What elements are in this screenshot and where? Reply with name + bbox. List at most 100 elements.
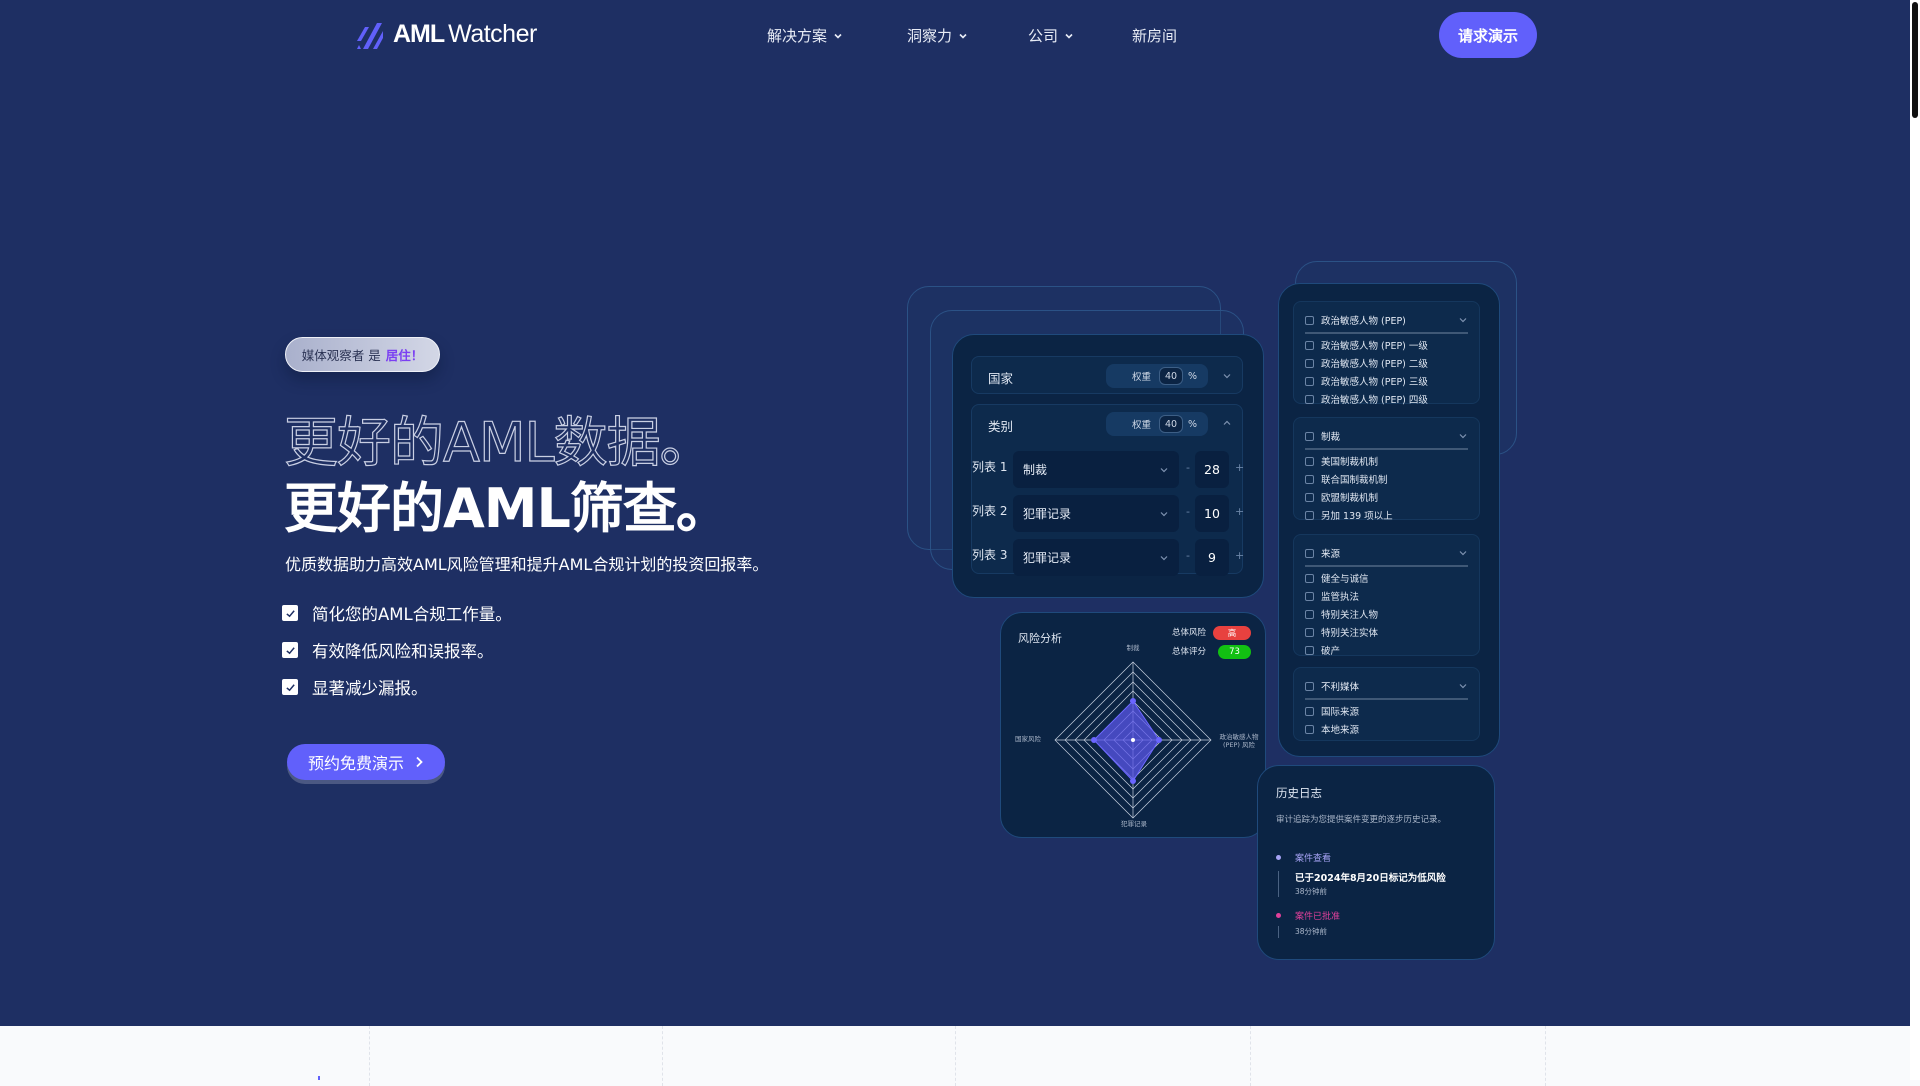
nav-item-solutions[interactable]: 解决方案 [767,25,843,46]
weight-input[interactable]: 40 [1159,367,1184,385]
filter-item[interactable]: 政治敏感人物 (PEP) 一级 [1294,336,1479,354]
chevron-down-icon [834,33,842,39]
checkbox-icon[interactable] [1305,376,1314,386]
checkbox-icon[interactable] [1305,548,1314,558]
checkbox-icon[interactable] [1305,340,1314,350]
checkbox-icon[interactable] [1305,645,1314,655]
checkbox-icon[interactable] [1305,474,1314,484]
nav-label: 公司 [1028,27,1059,45]
checkbox-icon[interactable] [1305,510,1314,520]
checkbox-icon[interactable] [1305,681,1314,691]
filter-item[interactable]: 监管执法 [1294,587,1479,605]
filter-item-label: 欧盟制裁机制 [1321,493,1379,504]
page-scrollbar[interactable] [1910,0,1920,1080]
logo-text-bold: AML [393,19,445,48]
list-value[interactable]: 9 [1195,539,1229,576]
filter-item[interactable]: 本地来源 [1294,720,1479,738]
nav-label: 解决方案 [767,27,828,45]
filter-item[interactable]: 特别关注人物 [1294,605,1479,623]
decrement-button[interactable]: - [1186,549,1190,562]
filter-item[interactable]: 政治敏感人物 (PEP) 四级 [1294,390,1479,408]
decrement-button[interactable]: - [1186,505,1190,518]
weight-field: 权重 40 % [1106,364,1208,388]
filter-group-header[interactable]: 制裁 [1294,424,1479,448]
filter-item-label: 美国制裁机制 [1321,457,1379,468]
badge-text: 媒体观察者 是 [301,348,381,363]
checkbox-icon[interactable] [1305,609,1314,619]
benefit-text: 简化您的AML合规工作量。 [312,605,512,624]
checkbox-icon[interactable] [1305,456,1314,466]
benefit-item: 简化您的AML合规工作量。 [282,604,512,624]
filter-item[interactable]: 特别关注实体 [1294,623,1479,641]
filter-item[interactable]: 政治敏感人物 (PEP) 三级 [1294,372,1479,390]
checkbox-icon[interactable] [1305,394,1314,404]
book-demo-button[interactable]: 预约免费演示 [287,744,445,780]
filter-group-title: 制裁 [1321,432,1341,443]
nav-item-insights[interactable]: 洞察力 [907,25,968,46]
checkbox-icon[interactable] [1305,358,1314,368]
increment-button[interactable]: + [1235,549,1245,562]
filter-item-label: 特别关注人物 [1321,610,1379,621]
checkbox-icon[interactable] [1305,627,1314,637]
chevron-down-icon [1459,551,1467,556]
filter-item[interactable]: 健全与诚信 [1294,569,1479,587]
filter-item[interactable]: 另加 139 项以上 [1294,506,1479,524]
checkbox-icon[interactable] [1305,591,1314,601]
axis-label-criminal: 犯罪记录 [1121,820,1147,828]
checkbox-icon[interactable] [1305,431,1314,441]
chevron-down-icon [1065,33,1073,39]
list-value[interactable]: 10 [1195,495,1229,532]
filter-group-header[interactable]: 不利媒体 [1294,674,1479,698]
filter-group-header[interactable]: 政治敏感人物 (PEP) [1294,308,1479,332]
request-demo-button[interactable]: 请求演示 [1439,12,1537,58]
chevron-down-icon [1459,684,1467,689]
chevron-down-icon [1160,511,1168,516]
headline-outline: 更好的AML数据。 [283,410,714,474]
list-label: 列表 3 [972,548,1008,562]
scrollbar-thumb[interactable] [1912,2,1918,118]
increment-button[interactable]: + [1235,505,1245,518]
axis-label-pep: 政治敏感人物 (PEP) 风险 [1211,733,1267,750]
nav-item-newsroom[interactable]: 新房间 [1132,25,1177,46]
nav-item-company[interactable]: 公司 [1028,25,1074,46]
checkbox-icon[interactable] [1305,315,1314,325]
risk-title: 风险分析 [1018,632,1062,645]
list-select[interactable]: 犯罪记录 [1013,539,1179,576]
filter-item[interactable]: 欧盟制裁机制 [1294,488,1479,506]
filter-group-header[interactable]: 来源 [1294,541,1479,565]
increment-button[interactable]: + [1235,461,1245,474]
chevron-up-icon[interactable] [1222,418,1232,428]
filter-item-label: 政治敏感人物 (PEP) 四级 [1321,395,1428,406]
event-time: 38分钟前 [1295,887,1328,896]
chevron-down-icon[interactable] [1222,371,1232,381]
event-title: 案件已批准 [1295,912,1341,922]
select-value: 犯罪记录 [1023,551,1072,565]
overall-risk-badge: 高 [1213,626,1251,640]
weight-unit: % [1188,370,1198,382]
chevron-down-icon [1160,555,1168,560]
checkbox-icon[interactable] [1305,573,1314,583]
nav-label: 新房间 [1132,27,1178,45]
filter-item[interactable]: 美国制裁机制 [1294,452,1479,470]
filter-item[interactable]: 政治敏感人物 (PEP) 二级 [1294,354,1479,372]
axis-label-country: 国家风险 [1015,735,1041,743]
checkbox-icon[interactable] [1305,724,1314,734]
list-value[interactable]: 28 [1195,451,1229,488]
list-select[interactable]: 制裁 [1013,451,1179,488]
filter-item-label: 本地来源 [1321,725,1360,736]
list-select[interactable]: 犯罪记录 [1013,495,1179,532]
filter-item[interactable]: 国际来源 [1294,702,1479,720]
filter-item-label: 监管执法 [1321,592,1360,603]
overall-score-badge: 73 [1218,645,1251,659]
checkbox-icon[interactable] [1305,706,1314,716]
filter-item[interactable]: 破产 [1294,641,1479,659]
decrement-button[interactable]: - [1186,461,1190,474]
checkbox-checked-icon [282,679,298,695]
checkbox-icon[interactable] [1305,492,1314,502]
weight-input[interactable]: 40 [1159,415,1184,433]
filter-item[interactable]: 联合国制裁机制 [1294,470,1479,488]
benefit-list: 简化您的AML合规工作量。 有效降低风险和误报率。 显著减少漏报。 [282,604,512,698]
logo[interactable]: AML Watcher [355,19,537,49]
media-badge[interactable]: 媒体观察者 是 居住！ [285,337,440,372]
weight-row-country[interactable]: 国家 权重 40 % [971,356,1243,394]
